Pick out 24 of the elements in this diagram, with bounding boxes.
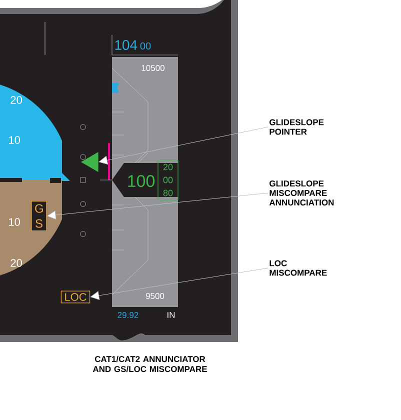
leader-line (98, 126, 268, 165)
callout-text: GLIDESLOPE MISCOMPARE ANNUNCIATION (269, 180, 334, 206)
altitude-readout: 100 (128, 174, 155, 188)
altitude-readout: 20 (163, 164, 173, 170)
callout-text: LOC MISCOMPARE (270, 260, 327, 276)
leader-line (47, 192, 268, 220)
altitude-readout: 80 (163, 190, 173, 196)
baro-units: IN (168, 312, 175, 318)
pitch-label: 20 (10, 96, 22, 104)
callout-text: GLIDESLOPE POINTER (270, 119, 324, 135)
altitude-readout: 00 (140, 42, 151, 50)
baro-setting: 29.92 (118, 312, 138, 318)
altitude-readout: 00 (163, 176, 173, 184)
pitch-label: 10 (9, 218, 20, 226)
pitch-label: 20 (10, 259, 22, 267)
pitch-label: 10 (9, 136, 20, 144)
tape-label: 9500 (146, 293, 164, 299)
caption: CAT1/CAT2 ANNUNCIATOR AND GS/LOC MISCOMPARE (92, 356, 207, 372)
leader-line (90, 268, 268, 300)
tape-label: 10500 (142, 65, 164, 71)
annunciator-box: LOC (60, 290, 90, 304)
altitude-readout: 104 (115, 40, 138, 50)
annunciator-box: G S (31, 200, 47, 232)
glideslope-pointer (80, 152, 98, 172)
